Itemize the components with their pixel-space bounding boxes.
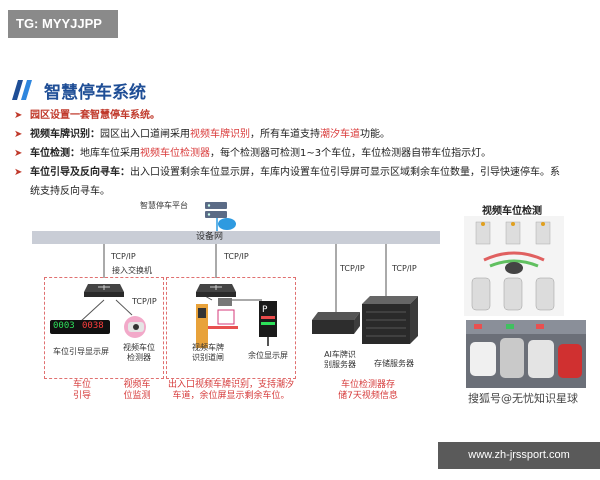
bus-label: 设备网 (196, 232, 224, 242)
photo-title: 视频车位检测 (482, 206, 542, 217)
guidance-group-box (44, 277, 164, 379)
tcpip-label-2: TCP/IP (224, 252, 249, 261)
bullet-2: ➤视频车牌识别：园区出入口道闸采用视频车牌识别，所有车道支持潮汐车道功能。 (14, 129, 390, 140)
tcpip-label-3: TCP/IP (340, 264, 365, 273)
plate-gate-label: 视频车牌 识别道闸 (192, 343, 224, 362)
title-slash-icon (12, 80, 32, 100)
camera-detector-icon (124, 316, 146, 338)
bullet-1: ➤园区设置一套智慧停车系统。 (14, 110, 160, 121)
ai-server-label: AI车牌识 别服务器 (324, 350, 356, 369)
tcpip-label-4: TCP/IP (392, 264, 417, 273)
remaining-display-icon: P (259, 301, 277, 346)
tag-badge: TG: MYYJJPP (8, 10, 118, 38)
storage-server-icon (362, 296, 418, 344)
storage-server-label: 存储服务器 (374, 359, 414, 368)
bullet-4: ➤车位引导及反向寻车：出入口设置剩余车位显示屏，车库内设置车位引导屏可显示区域剩… (14, 167, 560, 197)
tcpip-label-1: TCP/IP (111, 252, 136, 261)
switch-icon (84, 284, 124, 297)
guide-screen-label: 车位引导显示屏 (53, 347, 109, 356)
barrier-gate-icon (196, 298, 238, 348)
bullet-3: ➤车位检测：地库车位采用视频车位检测器，每个检测器可检测1~3个车位，车位检测器… (14, 148, 492, 159)
switch-label: 接入交换机 (112, 266, 152, 275)
caption-storage: 车位检测器存 储7天视频信息 (338, 380, 398, 401)
parking-detection-illustration (464, 216, 564, 316)
caption-detection: 视频车 位监测 (123, 380, 151, 401)
entrance-group-box (166, 277, 296, 379)
section-title: 智慧停车系统 (44, 83, 146, 103)
network-bus (32, 231, 440, 244)
watermark: 搜狐号@无忧知识星球 (468, 392, 578, 405)
footer-url[interactable]: www.zh-jrssport.com (438, 442, 600, 469)
ai-server-icon (312, 312, 360, 334)
server-cloud-icon (205, 202, 236, 231)
svg-text:P: P (262, 305, 268, 315)
switch-icon-2 (196, 284, 236, 297)
platform-label: 智慧停车平台 (140, 201, 188, 210)
caption-entrance: 出入口视频车牌识别，支持潮汐 车道，余位屏显示剩余车位。 (167, 380, 294, 401)
remaining-screen-label: 余位显示屏 (248, 351, 288, 360)
caption-guidance: 车位 引导 (72, 380, 91, 401)
parking-lot-photo (466, 320, 586, 388)
guide-led-screen: 0003 0038 (50, 320, 110, 334)
tcpip-label-5: TCP/IP (132, 297, 157, 306)
detector-label: 视频车位 检测器 (123, 343, 155, 362)
bullet-list: ➤园区设置一套智慧停车系统。 ➤视频车牌识别：园区出入口道闸采用视频车牌识别，所… (14, 106, 594, 201)
